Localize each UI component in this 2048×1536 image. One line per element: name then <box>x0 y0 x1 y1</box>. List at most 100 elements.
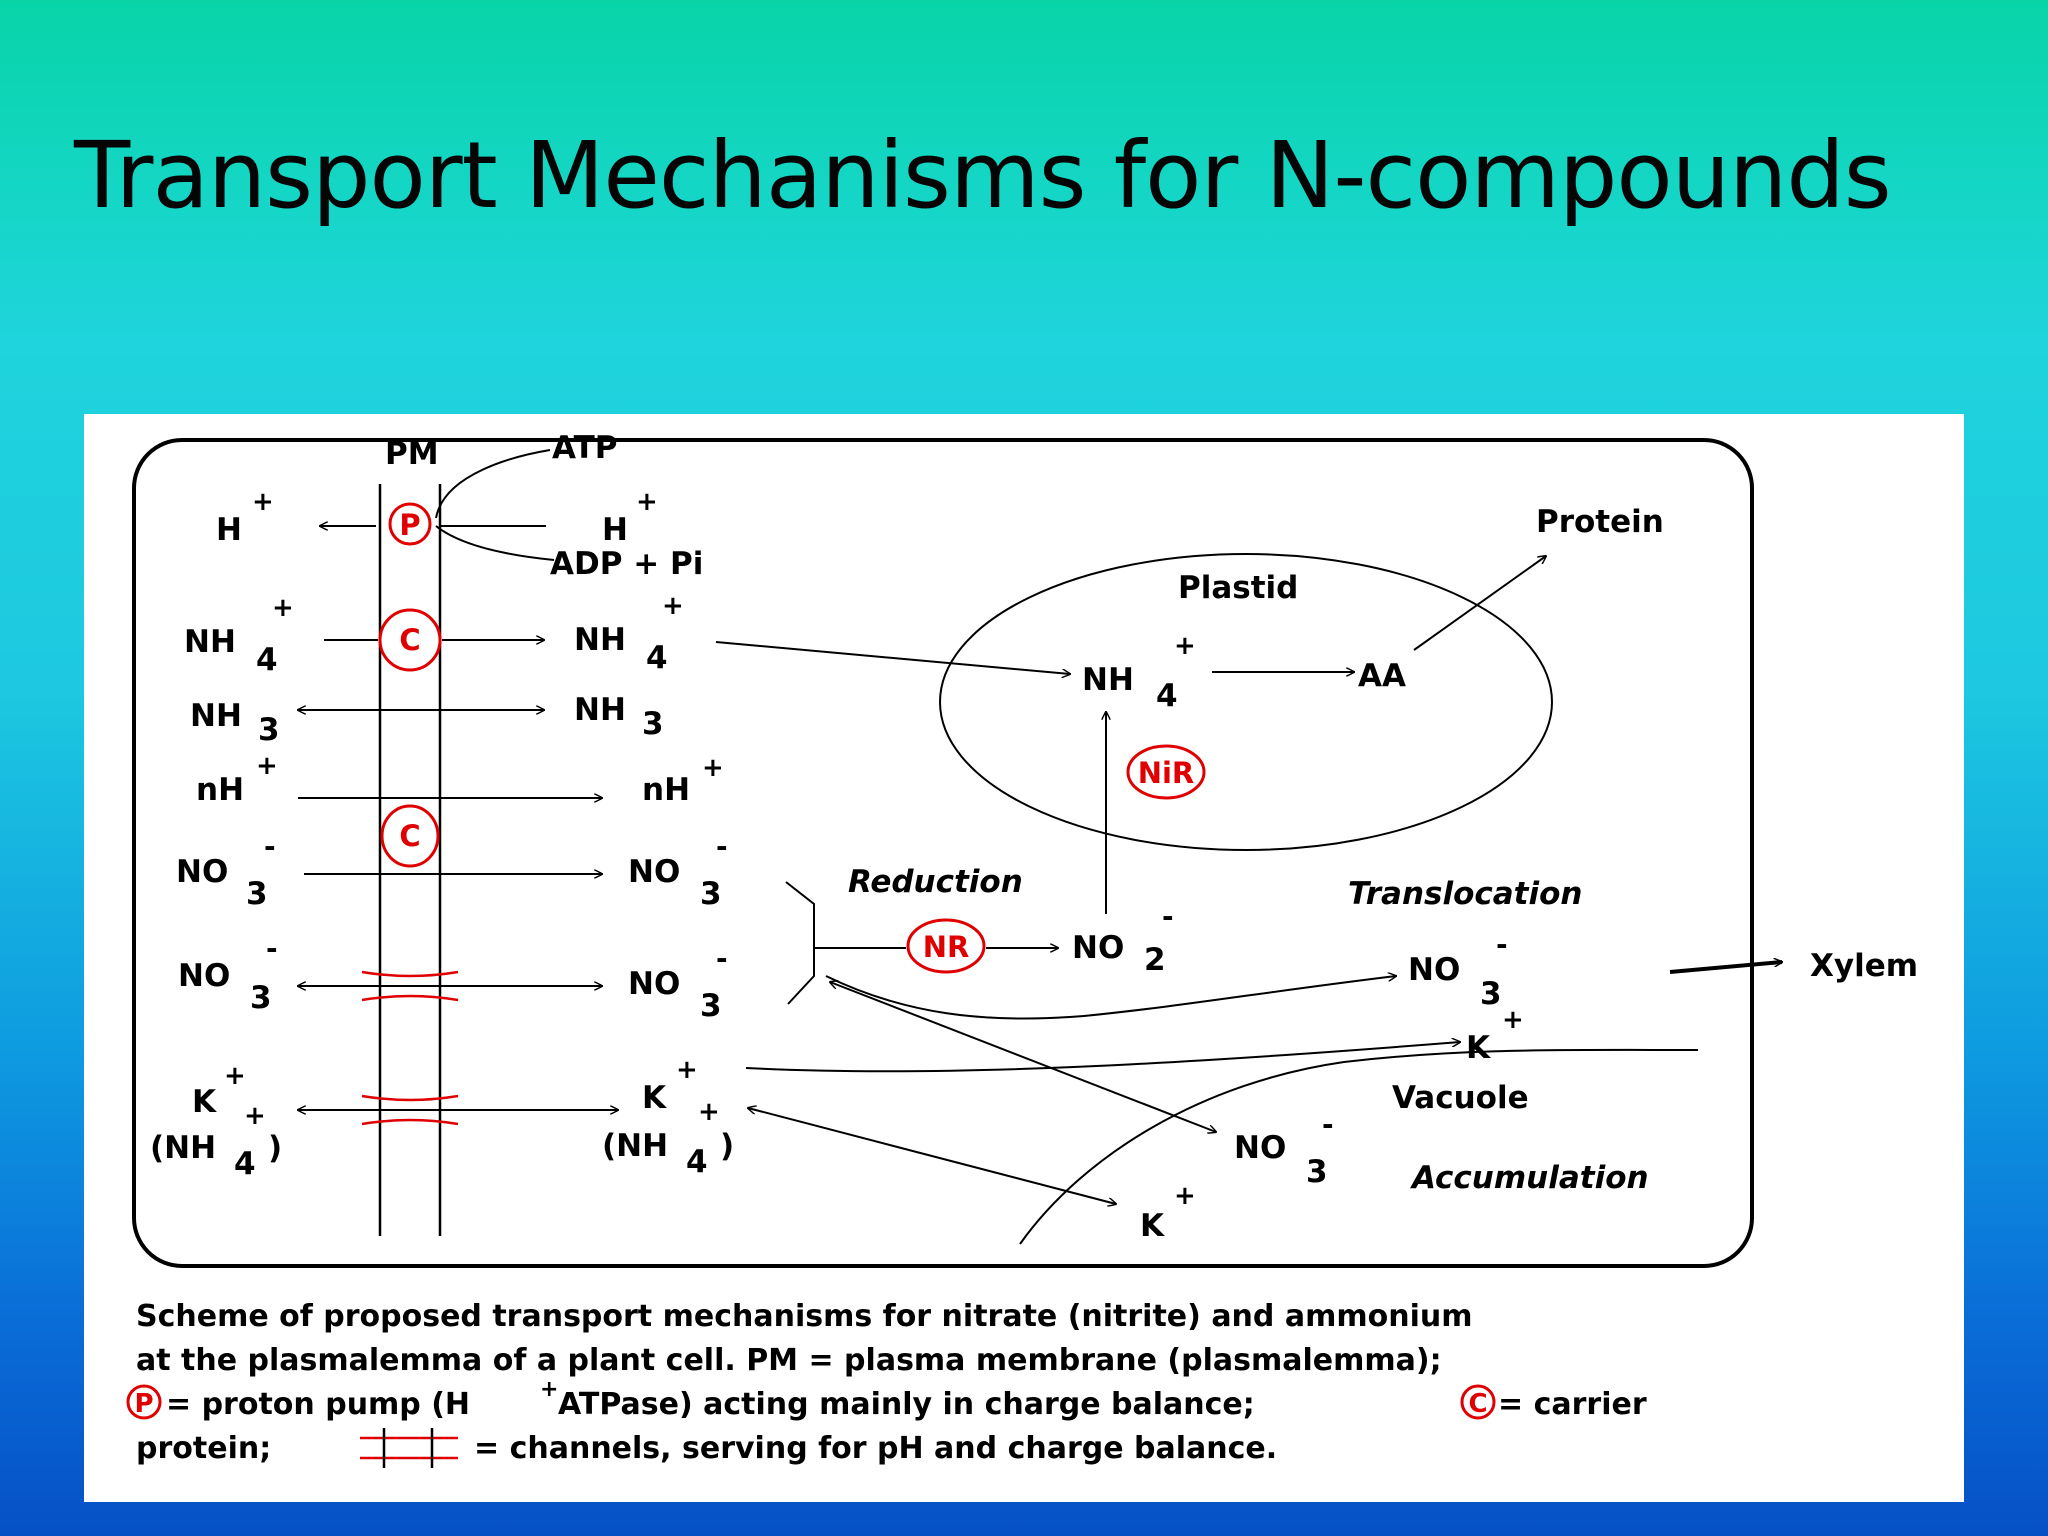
plastid-outline <box>939 553 1553 851</box>
ammonium-carrier-label: C <box>399 623 420 657</box>
k-left-charge: + <box>224 1061 246 1091</box>
plastid-nh4-charge: + <box>1174 631 1196 661</box>
nh-n-right-charge: + <box>702 753 724 783</box>
caption-line-3c: = carrier <box>1498 1387 1647 1422</box>
accumulation-label: Accumulation <box>1409 1160 1649 1196</box>
nh-n-left: nH <box>196 772 244 808</box>
cytoplasm-bracket <box>785 881 815 1005</box>
nh4-paren-left: (NH <box>150 1130 216 1166</box>
vacuole-label: Vacuole <box>1392 1080 1529 1116</box>
no3-left-2: NO <box>178 958 230 994</box>
nh4-left: NH <box>184 624 236 660</box>
proton-pump-icon <box>388 502 432 546</box>
xylem-label: Xylem <box>1810 948 1918 984</box>
k-right-charge: + <box>676 1055 698 1085</box>
plastid-nh4-sub: 4 <box>1156 678 1178 714</box>
proton-pump-label: P <box>399 508 420 542</box>
cell-boundary <box>132 438 1754 1268</box>
nh-n-left-charge: + <box>256 751 278 781</box>
nitrate-carrier-label: C <box>399 819 420 853</box>
k-to-vacuole-arrow <box>748 1108 1116 1204</box>
no3-right-2-charge: - <box>716 942 728 975</box>
ammonium-carrier-icon <box>378 608 442 672</box>
caption-line-4a: protein; <box>136 1431 271 1466</box>
nh4-paren-right-sub: 4 <box>686 1144 708 1180</box>
h-left-charge: + <box>252 487 274 517</box>
nh3-right: NH <box>574 692 626 728</box>
no3-left-1-charge: - <box>264 830 276 863</box>
no3-left-1: NO <box>176 854 228 890</box>
nh4-paren-right: (NH <box>602 1128 668 1164</box>
no2: NO <box>1072 930 1124 966</box>
caption-line-3-sup: + <box>540 1377 558 1402</box>
nh4-right-charge: + <box>662 591 684 621</box>
adp-curve <box>435 525 555 561</box>
reduction-label: Reduction <box>848 864 1023 900</box>
nh4-paren-right-close: ) <box>720 1128 734 1164</box>
no3-right-2: NO <box>628 966 680 1002</box>
nir-enzyme-label: NiR <box>1138 756 1195 790</box>
to-xylem-arrow <box>1669 962 1782 974</box>
aa-label: AA <box>1358 658 1406 694</box>
caption-carrier-label: C <box>1468 1389 1487 1419</box>
nh-n-right: nH <box>642 772 690 808</box>
nh4-left-sub: 4 <box>256 642 278 678</box>
no3-vacuole-charge: - <box>1322 1108 1334 1141</box>
nitrate-carrier-icon <box>380 804 440 868</box>
nitrate-channel-icon <box>361 970 459 1002</box>
transport-diagram: PM ATP ADP + Pi H + P H + NH 4 + C NH 4 <box>126 430 1918 1468</box>
caption-line-1: Scheme of proposed transport mechanisms … <box>136 1299 1472 1334</box>
nh4-right: NH <box>574 622 626 658</box>
no3-xylem: NO <box>1408 952 1460 988</box>
slide-title: Transport Mechanisms for N-compounds <box>74 122 1892 229</box>
nh3-left: NH <box>190 698 242 734</box>
figure-caption: Scheme of proposed transport mechanisms … <box>126 1299 1647 1468</box>
no3-left-1-sub: 3 <box>246 876 268 912</box>
nh4-paren-left-close: ) <box>268 1130 282 1166</box>
caption-line-3b: ATPase) acting mainly in charge balance; <box>558 1387 1255 1422</box>
k-right-nh4-charge: + <box>698 1097 720 1127</box>
caption-line-4b: = channels, serving for pH and charge ba… <box>474 1431 1277 1466</box>
protein-label: Protein <box>1536 504 1664 540</box>
h-right: H <box>602 512 628 548</box>
no3-translocation-arrow <box>825 976 1396 1020</box>
h-right-charge: + <box>636 487 658 517</box>
caption-line-2: at the plasmalemma of a plant cell. PM =… <box>136 1343 1442 1378</box>
nr-enzyme-label: NR <box>923 930 970 964</box>
nh3-left-sub: 3 <box>258 712 280 748</box>
no3-xylem-sub: 3 <box>1480 976 1502 1012</box>
caption-pump-icon <box>126 1384 162 1420</box>
no3-vacuole: NO <box>1234 1130 1286 1166</box>
nh4-right-sub: 4 <box>646 640 668 676</box>
nr-enzyme-icon <box>906 918 986 974</box>
no2-sub: 2 <box>1144 942 1166 978</box>
caption-pump-label: P <box>134 1389 153 1419</box>
no2-charge: - <box>1162 900 1174 933</box>
no3-left-2-sub: 3 <box>250 980 272 1016</box>
plastid-label: Plastid <box>1178 570 1298 606</box>
k-xylem: K <box>1466 1030 1491 1066</box>
atp-label: ATP <box>552 430 617 466</box>
k-left: K <box>192 1084 217 1120</box>
nh4-to-plastid-arrow <box>715 641 1070 674</box>
no3-xylem-charge: - <box>1496 928 1508 961</box>
no3-right-1-charge: - <box>716 830 728 863</box>
k-vacuole: K <box>1140 1208 1165 1244</box>
translocation-label: Translocation <box>1348 876 1583 912</box>
k-translocation-arrow <box>745 1042 1460 1073</box>
vacuole-membrane <box>1019 1048 1699 1245</box>
nir-enzyme-icon <box>1126 744 1206 800</box>
h-left: H <box>216 512 242 548</box>
no3-vacuole-sub: 3 <box>1306 1154 1328 1190</box>
k-left-nh4-charge: + <box>244 1101 266 1131</box>
k-vacuole-charge: + <box>1174 1181 1196 1211</box>
aa-to-protein-arrow <box>1413 556 1546 651</box>
no3-left-2-charge: - <box>266 932 278 965</box>
adp-pi-label: ADP + Pi <box>550 546 703 582</box>
k-xylem-charge: + <box>1502 1005 1524 1035</box>
no3-right-1-sub: 3 <box>700 876 722 912</box>
nh4-left-charge: + <box>272 593 294 623</box>
caption-carrier-icon <box>1460 1384 1496 1420</box>
caption-line-3a: = proton pump (H <box>166 1387 470 1422</box>
